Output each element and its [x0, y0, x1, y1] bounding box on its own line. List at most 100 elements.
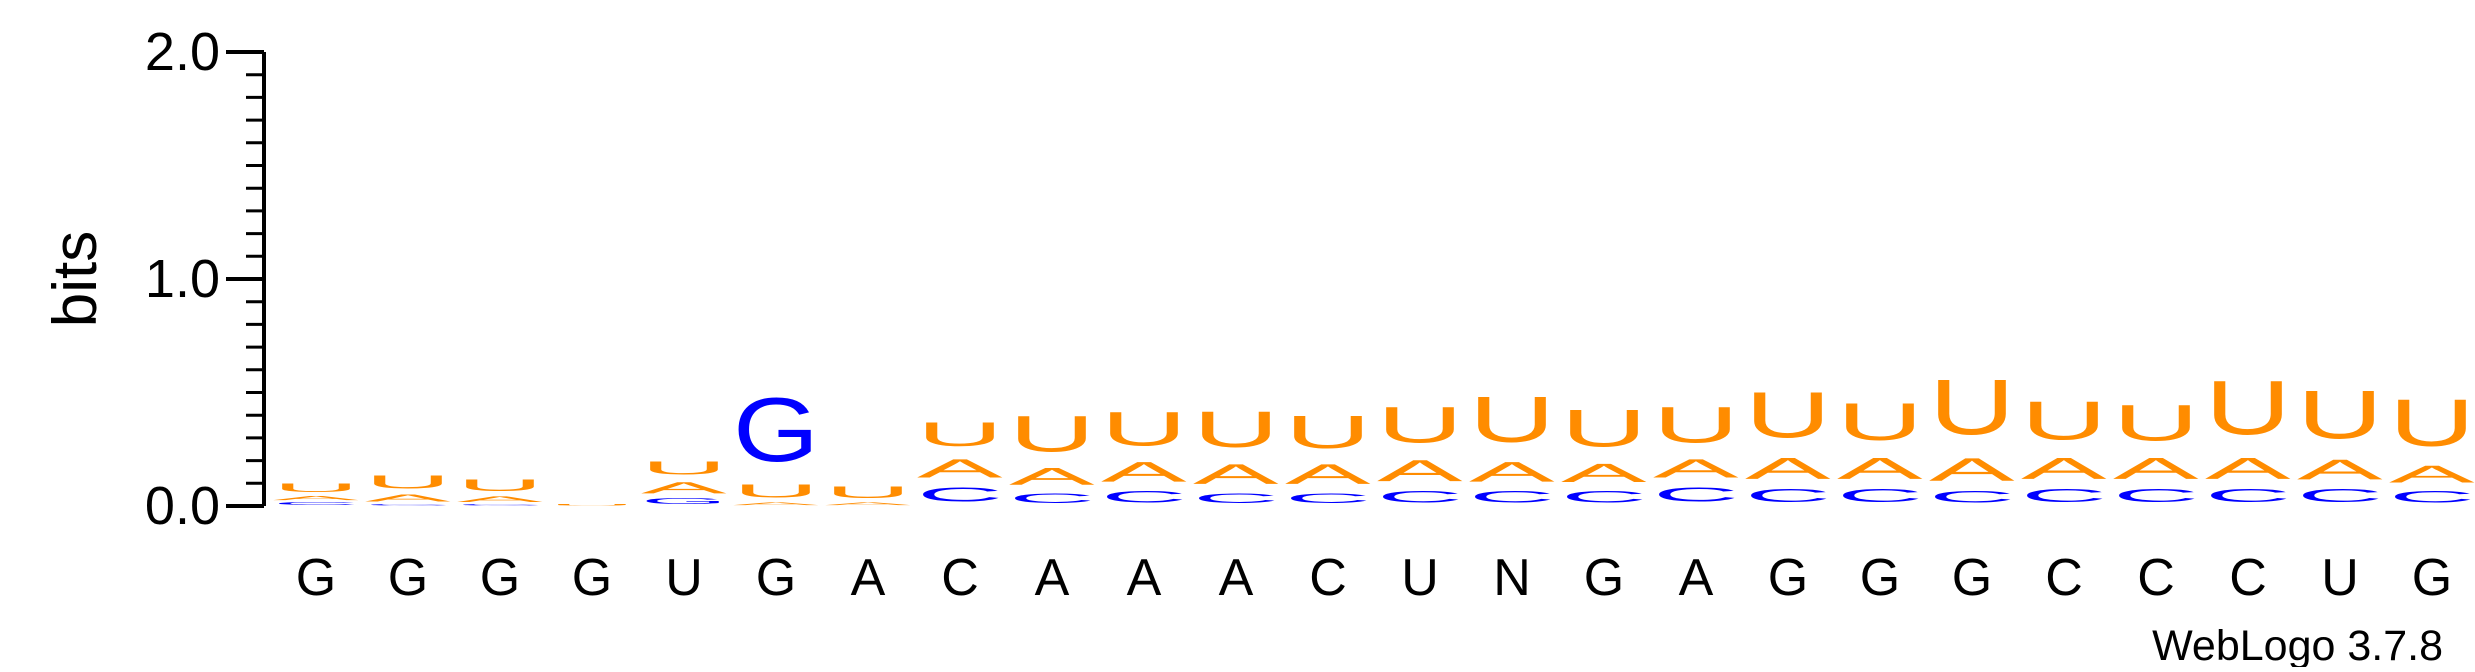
letter-stack-9: CAU — [1009, 406, 1095, 506]
logo-letter-g: G — [733, 379, 819, 481]
logo-letter-a: A — [825, 501, 911, 506]
logo-letter-u: U — [1009, 406, 1095, 462]
letter-stack-23: CAU — [2297, 376, 2383, 506]
y-tick-label-2: 2.0 — [145, 22, 220, 82]
x-tick-label-22: C — [2229, 549, 2267, 607]
logo-letter-c: C — [1101, 488, 1187, 506]
y-axis-title: bits — [41, 231, 110, 327]
x-tick-label-23: U — [2321, 549, 2359, 607]
x-tick-label-12: C — [1309, 549, 1347, 607]
logo-letter-u: U — [1929, 364, 2015, 452]
letter-stack-20: CAU — [2021, 390, 2108, 506]
logo-letter-a: A — [1561, 458, 1647, 488]
y-tick-label-0: 0.0 — [145, 476, 220, 536]
y-axis: 0.0 1.0 2.0 bits — [41, 22, 266, 536]
logo-letter-u: U — [549, 504, 635, 506]
logo-letter-c: C — [1561, 488, 1647, 506]
logo-letter-a: A — [1377, 454, 1464, 488]
logo-letter-u: U — [1745, 379, 1831, 451]
letter-stack-15: CAU — [1561, 399, 1647, 506]
logo-letter-u: U — [1653, 397, 1739, 453]
x-tick-label-16: A — [1679, 549, 1714, 607]
x-tick-label-9: A — [1035, 549, 1070, 607]
logo-letter-a: A — [1837, 452, 1924, 486]
logo-letter-c: C — [1285, 490, 1371, 506]
letter-stack-18: CAU — [1837, 392, 1924, 506]
logo-letter-c: C — [2113, 486, 2199, 506]
logo-letter-a: A — [2389, 460, 2475, 487]
logo-letter-u: U — [1193, 402, 1279, 458]
logo-letter-c: C — [2389, 488, 2475, 506]
logo-letter-g: G — [641, 497, 727, 506]
letter-stack-5: GAU — [641, 458, 727, 506]
letter-stack-11: CAU — [1193, 402, 1279, 506]
letter-stack-1: CAU — [273, 481, 359, 506]
logo-letter-c: C — [1009, 490, 1095, 506]
letter-stack-19: CAU — [1929, 364, 2015, 506]
logo-letter-c: C — [2021, 486, 2107, 506]
letter-stack-2: CAU — [365, 472, 451, 506]
logo-letter-c: C — [1745, 486, 1831, 506]
letter-stack-7: AU — [825, 483, 911, 506]
logo-letter-u: U — [1285, 406, 1371, 458]
x-tick-label-11: A — [1219, 549, 1254, 607]
letter-stack-10: CAU — [1101, 402, 1187, 506]
x-tick-label-13: U — [1401, 549, 1439, 607]
logo-letter-a: A — [1745, 452, 1832, 486]
logo-letter-c: C — [2297, 486, 2383, 506]
x-tick-label-1: G — [296, 549, 336, 607]
logo-letter-u: U — [1837, 392, 1923, 451]
logo-letter-a: A — [273, 495, 359, 502]
letter-stack-6: AUG — [733, 379, 819, 506]
logo-letter-u: U — [2205, 365, 2291, 451]
logo-letter-c: C — [365, 504, 451, 506]
letter-stack-12: CAU — [1285, 406, 1371, 506]
logo-letter-a: A — [2021, 452, 2108, 486]
letter-stack-24: CAU — [2389, 386, 2475, 506]
logo-letter-a: A — [457, 495, 543, 504]
x-tick-label-19: G — [1952, 549, 1992, 607]
x-tick-label-20: C — [2045, 549, 2083, 607]
logo-letter-c: C — [1653, 484, 1739, 507]
y-minor-ticks — [246, 73, 264, 485]
logo-letter-u: U — [1469, 384, 1555, 456]
logo-letter-c: C — [917, 484, 1003, 507]
logo-letter-c: C — [457, 504, 543, 506]
y-tick-label-1: 1.0 — [145, 249, 220, 309]
x-tick-label-8: C — [941, 549, 979, 607]
logo-letter-u: U — [733, 481, 819, 501]
letter-stack-8: CAU — [917, 415, 1003, 506]
logo-letter-a: A — [365, 492, 451, 503]
logo-letter-c: C — [273, 501, 359, 506]
x-tick-label-7: A — [851, 549, 886, 607]
x-tick-label-2: G — [388, 549, 428, 607]
logo-letter-u: U — [825, 483, 911, 501]
logo-letter-u: U — [2113, 395, 2199, 451]
x-tick-label-5: U — [665, 549, 703, 607]
x-tick-label-3: G — [480, 549, 520, 607]
letter-stack-13: CAU — [1377, 397, 1464, 506]
logo-letter-c: C — [1469, 488, 1555, 506]
logo-letter-c: C — [1377, 488, 1463, 506]
logo-letter-c: C — [2205, 486, 2291, 506]
x-tick-label-15: G — [1584, 549, 1624, 607]
logo-letter-a: A — [1193, 458, 1279, 490]
logo-letter-u: U — [365, 472, 451, 492]
logo-letter-u: U — [1561, 399, 1647, 458]
letter-stack-21: CAU — [2113, 395, 2200, 506]
logo-letter-a: A — [1101, 456, 1187, 488]
logo-letter-a: A — [2297, 454, 2383, 486]
letter-stack-22: CAU — [2205, 365, 2292, 506]
logo-letter-a: A — [1469, 456, 1555, 488]
weblogo-credit: WebLogo 3.7.8 — [2152, 622, 2443, 667]
letter-stack-3: CAU — [457, 477, 543, 506]
logo-letter-a: A — [1009, 463, 1095, 490]
logo-letter-a: A — [1929, 451, 2015, 487]
x-tick-label-17: G — [1768, 549, 1808, 607]
logo-letter-u: U — [2021, 390, 2107, 451]
logo-letter-a: A — [2205, 452, 2292, 486]
